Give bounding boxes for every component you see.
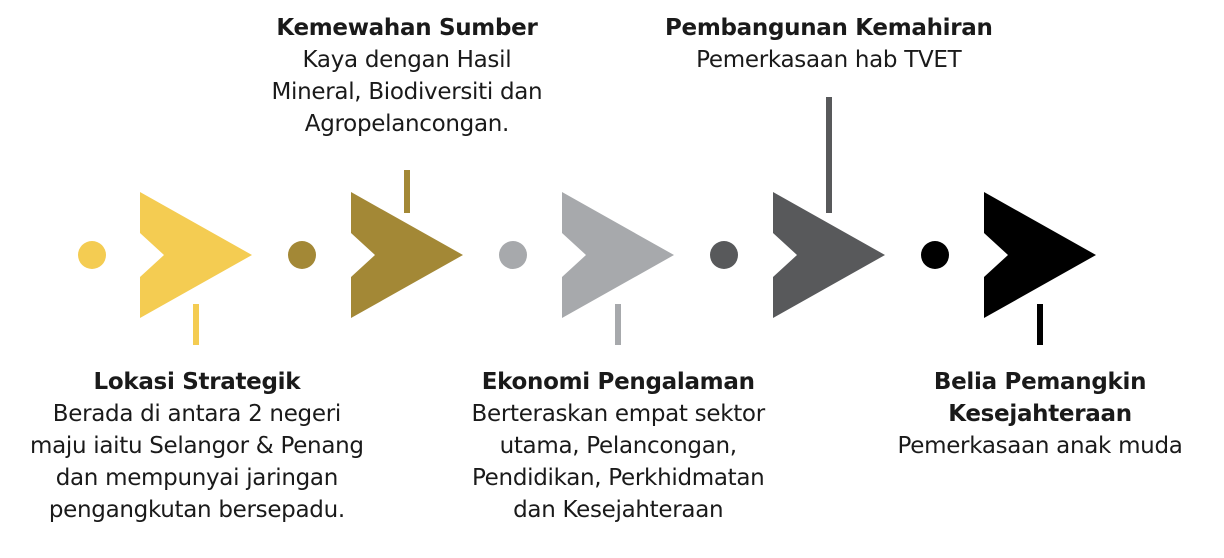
stage-3-chevron-icon xyxy=(562,192,674,318)
stage-5-title: Belia Pemangkin xyxy=(933,369,1147,395)
stage-1-connector xyxy=(193,304,199,345)
stage-5-dot xyxy=(921,241,949,269)
stage-1-description-line: maju iaitu Selangor & Penang xyxy=(30,433,364,459)
stage-3-dot xyxy=(499,241,527,269)
stage-3-description-line: Pendidikan, Perkhidmatan xyxy=(471,465,765,491)
stage-1-description-line: dan mempunyai jaringan xyxy=(55,465,339,491)
stage-3-description-line: utama, Pelancongan, xyxy=(499,433,738,459)
stage-2-dot xyxy=(288,241,316,269)
stage-2-connector xyxy=(404,170,410,213)
stage-4-dot xyxy=(710,241,738,269)
stage-3-description-line: dan Kesejahteraan xyxy=(513,497,724,523)
stage-5-connector xyxy=(1037,304,1043,345)
stage-1-chevron-icon xyxy=(140,192,252,318)
stage-1-description-line: pengangkutan bersepadu. xyxy=(48,497,345,523)
stage-1-title: Lokasi Strategik xyxy=(93,369,301,395)
stage-1-description-line: Berada di antara 2 negeri xyxy=(52,401,342,427)
stage-4-connector xyxy=(826,97,832,213)
stage-3-title: Ekonomi Pengalaman xyxy=(481,369,755,395)
stage-2-title: Kemewahan Sumber xyxy=(276,15,538,41)
stage-4-description-line: Pemerkasaan hab TVET xyxy=(696,47,962,73)
stage-4-title: Pembangunan Kemahiran xyxy=(665,15,993,41)
stage-3-connector xyxy=(615,304,621,345)
stage-3-description-line: Berteraskan empat sektor xyxy=(471,401,766,427)
stage-1-dot xyxy=(78,241,106,269)
stage-5-title: Kesejahteraan xyxy=(948,401,1132,427)
stage-5-chevron-icon xyxy=(984,192,1096,318)
stage-2-description-line: Mineral, Biodiversiti dan xyxy=(271,79,543,105)
stage-2-description-line: Agropelancongan. xyxy=(304,111,510,137)
stage-2-chevron-icon xyxy=(351,192,463,318)
stage-5-description-line: Pemerkasaan anak muda xyxy=(897,433,1183,459)
stage-4-chevron-icon xyxy=(773,192,885,318)
stage-2-description-line: Kaya dengan Hasil xyxy=(302,47,512,73)
